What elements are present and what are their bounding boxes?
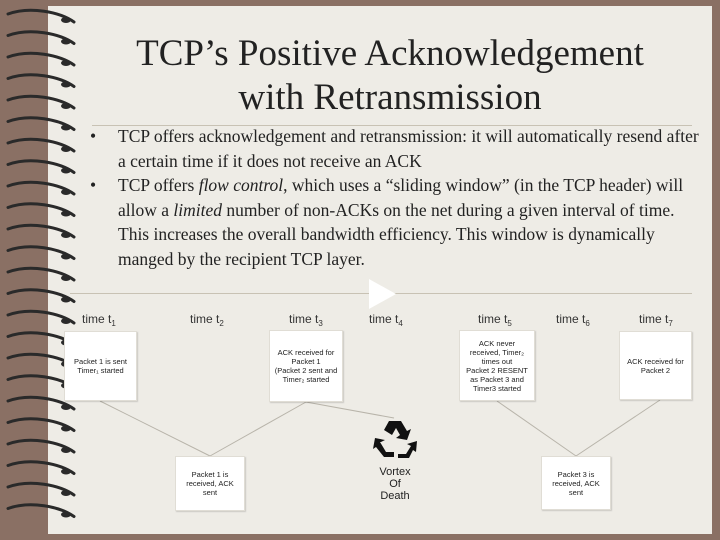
event-box: ACK received for Packet 1 (Packet 2 sent… bbox=[269, 330, 343, 402]
bullet-list: • TCP offers acknowledgement and retrans… bbox=[90, 124, 700, 271]
binding-hole bbox=[61, 275, 71, 281]
time-label: time t7 bbox=[639, 312, 673, 328]
binding-hole bbox=[61, 404, 71, 410]
play-icon[interactable] bbox=[369, 279, 396, 309]
title-line-2: with Retransmission bbox=[238, 77, 542, 118]
bullet-emphasis: flow control bbox=[198, 175, 284, 195]
binding-hole bbox=[61, 296, 71, 303]
title-line-1: TCP’s Positive Acknowledgement bbox=[136, 33, 644, 74]
bullet-text-part: , which uses a “sliding window” (in the … bbox=[118, 175, 684, 220]
time-label: time t5 bbox=[478, 312, 512, 328]
binding-hole bbox=[61, 38, 71, 45]
event-box: ACK never received, Timer₂ times out Pac… bbox=[459, 330, 535, 401]
binding-hole bbox=[61, 189, 71, 195]
binding-hole bbox=[61, 490, 71, 496]
binding-hole bbox=[61, 146, 71, 152]
time-label: time t6 bbox=[556, 312, 590, 328]
event-box: ACK received for Packet 2 bbox=[619, 331, 692, 400]
binding-hole bbox=[61, 232, 71, 238]
event-box: Packet 1 is received, ACK sent bbox=[175, 456, 245, 511]
event-box: Packet 3 is received, ACK sent bbox=[541, 456, 611, 510]
recycle-icon bbox=[373, 421, 417, 458]
binding-hole bbox=[61, 103, 71, 109]
slide-title: TCP’s Positive Acknowledgement with Retr… bbox=[90, 32, 690, 120]
binding-hole bbox=[61, 60, 71, 66]
bullet-text-part: number of non-ACKs on the net during a g… bbox=[118, 199, 675, 269]
binding-hole bbox=[61, 17, 71, 23]
bullet-item: • TCP offers acknowledgement and retrans… bbox=[90, 124, 700, 173]
event-box: Packet 1 is sent Timer₁ started bbox=[64, 331, 137, 401]
binding-hole bbox=[61, 425, 71, 432]
bullet-text-part: TCP offers bbox=[118, 175, 199, 195]
binding-hole bbox=[61, 210, 71, 217]
bullet-item: • TCP offers flow control, which uses a … bbox=[90, 173, 700, 271]
binding-hole bbox=[61, 468, 71, 475]
bullet-emphasis: limited bbox=[173, 199, 223, 220]
binding-hole bbox=[61, 124, 71, 131]
bullet-marker: • bbox=[90, 126, 97, 146]
time-label: time t1 bbox=[82, 312, 116, 328]
binding-hole bbox=[61, 318, 71, 324]
vortex-of-death-label: Vortex Of Death bbox=[379, 466, 411, 502]
title-divider bbox=[92, 125, 692, 126]
time-label: time t3 bbox=[289, 312, 323, 328]
binding-hole bbox=[61, 167, 71, 174]
time-label: time t2 bbox=[190, 312, 224, 328]
binding-hole bbox=[61, 447, 71, 453]
bullet-text: TCP offers acknowledgement and retransmi… bbox=[118, 126, 699, 171]
binding-hole bbox=[61, 81, 71, 88]
binding-hole bbox=[61, 253, 71, 260]
bullet-marker: • bbox=[90, 175, 97, 195]
binding-hole bbox=[61, 511, 71, 518]
time-label: time t4 bbox=[369, 312, 403, 328]
spiral-binding bbox=[6, 8, 76, 518]
